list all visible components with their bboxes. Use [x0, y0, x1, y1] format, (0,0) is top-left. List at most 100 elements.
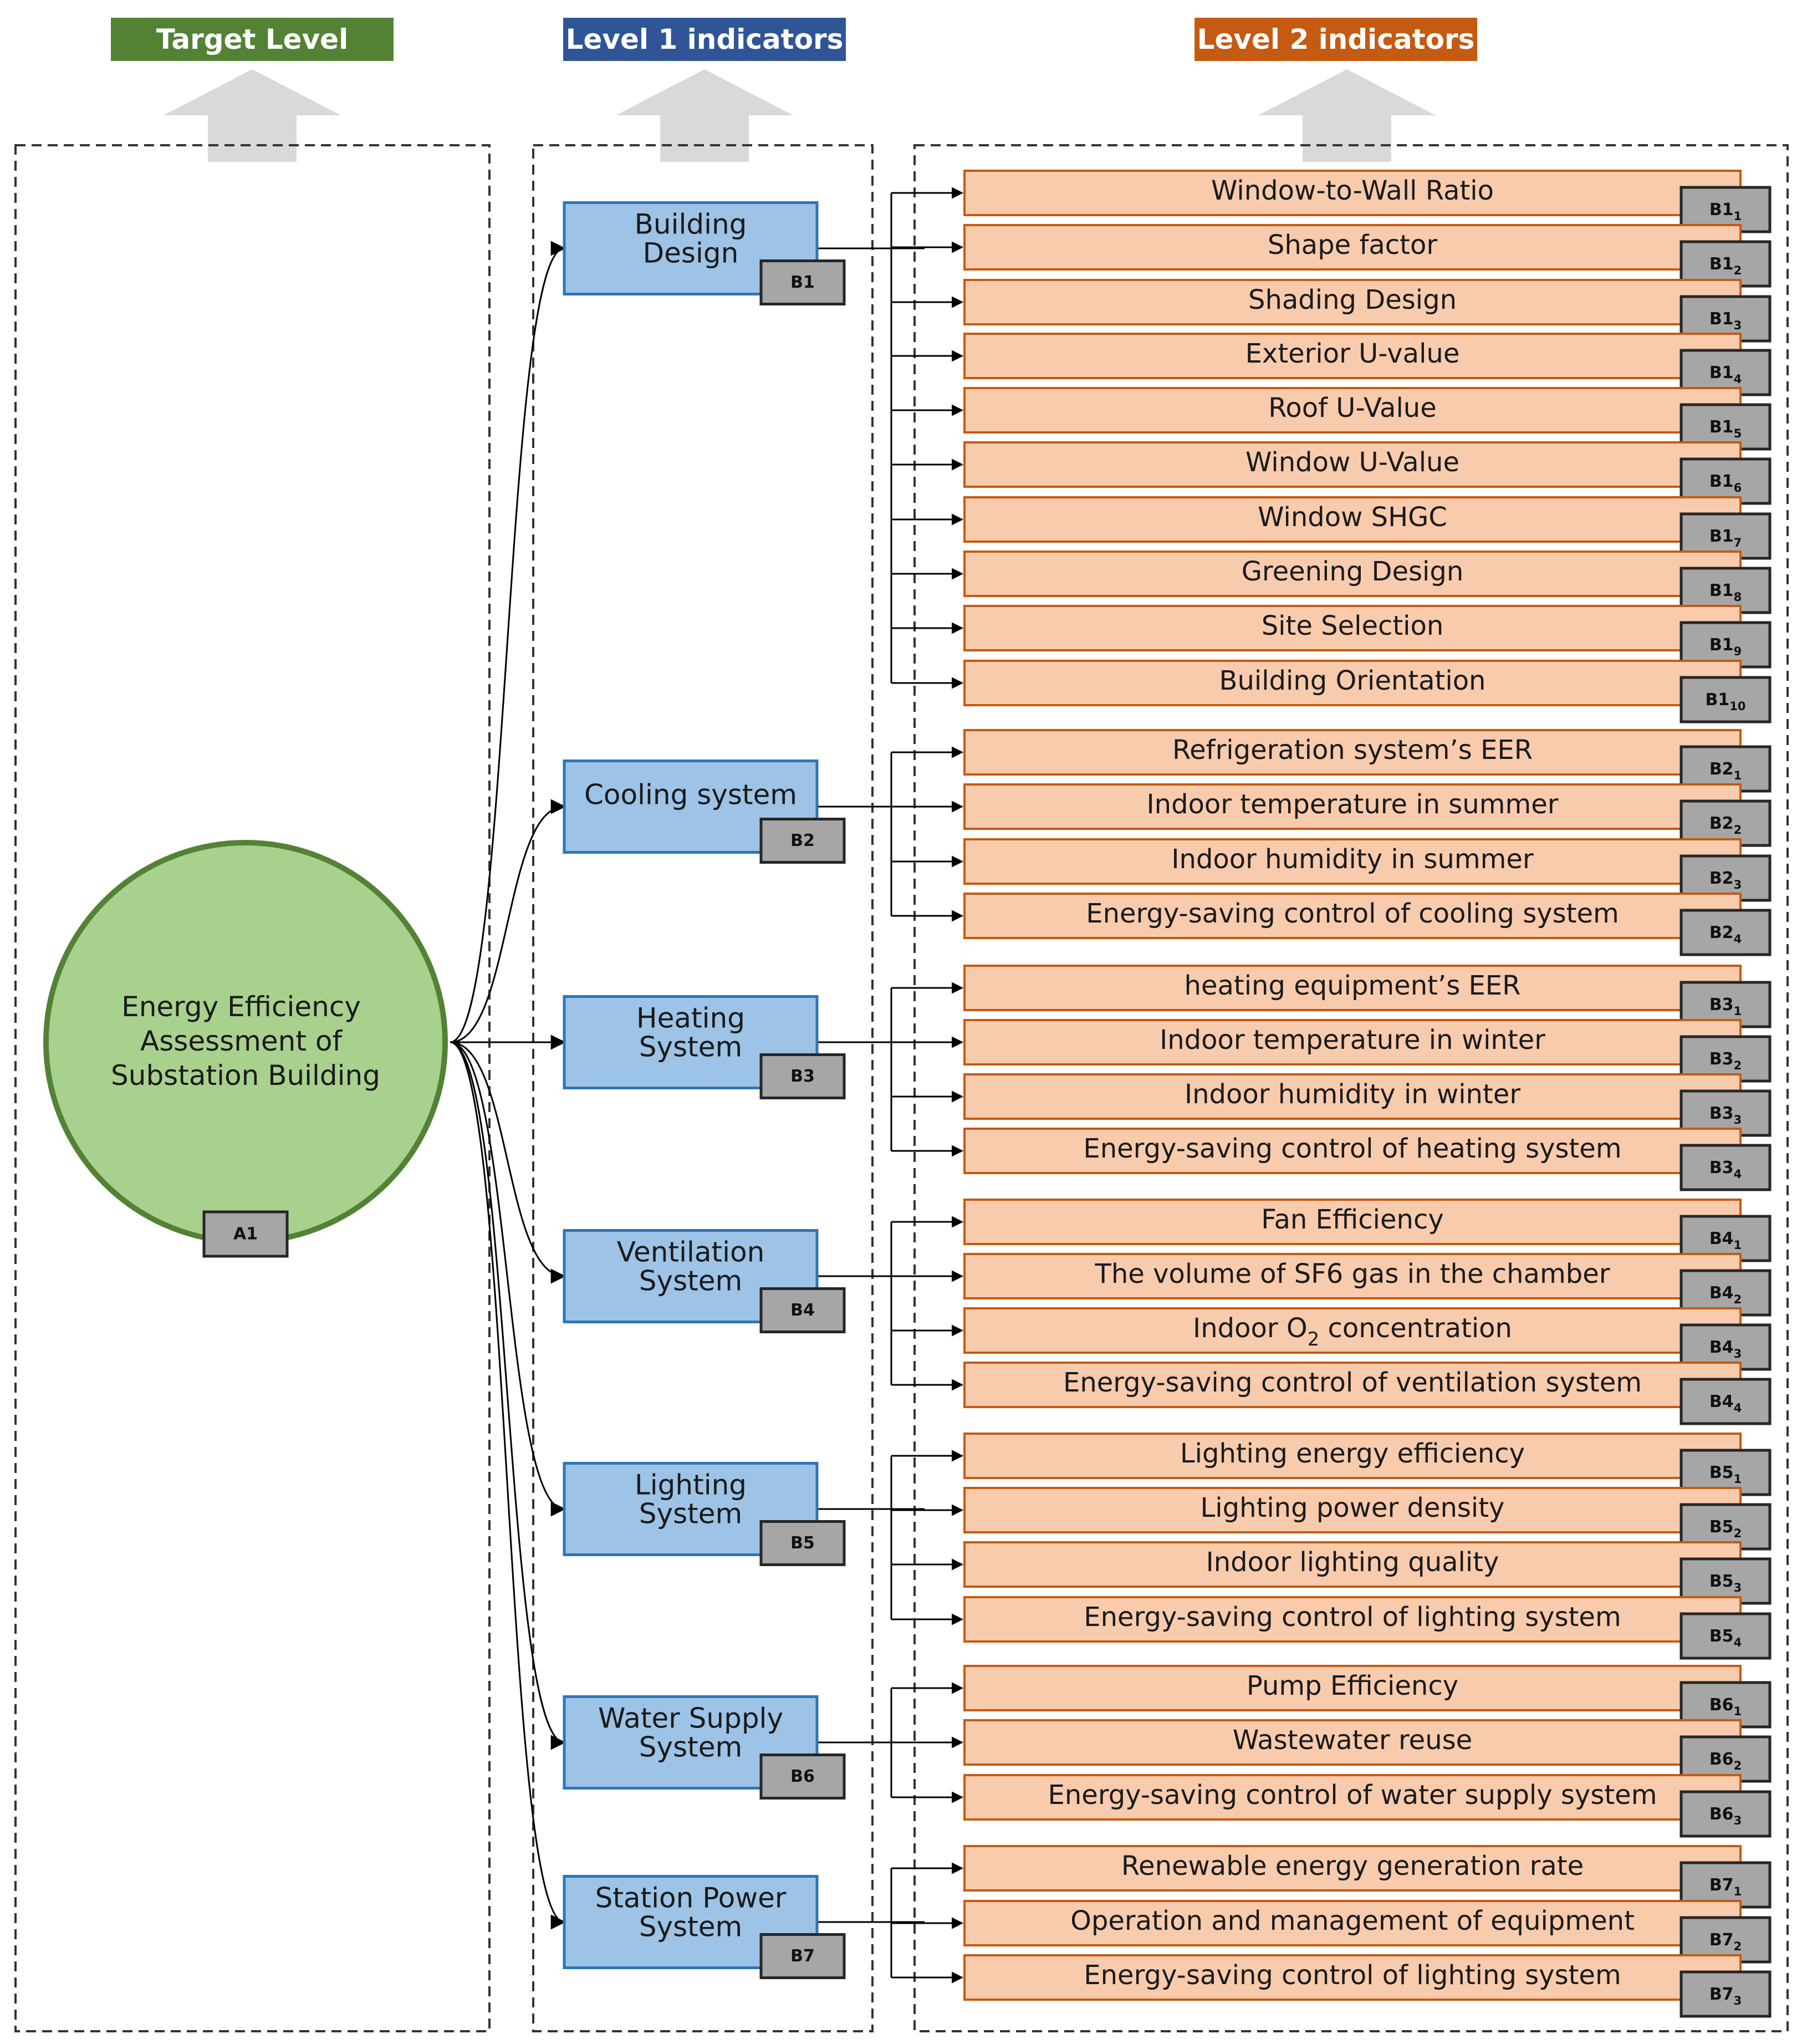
level2-label: Building Orientation: [1219, 665, 1486, 696]
level2-code-subscript: 4: [1734, 373, 1742, 386]
level2-label: Energy-saving control of cooling system: [1086, 898, 1619, 929]
level2-code-text: B54: [1709, 1627, 1742, 1650]
level2-box: [963, 441, 1742, 488]
level1-code-text: B7: [790, 1946, 815, 1966]
level2-code-main: B1: [1709, 200, 1734, 220]
level2-code-subscript: 2: [1734, 1059, 1742, 1072]
level2-code-text: B72: [1709, 1930, 1742, 1954]
target-label: Energy Efficiency Assessment of Substati…: [111, 991, 380, 1092]
level2-code-subscript: 4: [1734, 1401, 1742, 1415]
level2-label-text: Roof U-Value: [1268, 393, 1437, 424]
connector-target-to-level1: [450, 241, 566, 1043]
level2-code-subscript: 2: [1734, 823, 1742, 837]
level2-label: Indoor lighting quality: [1206, 1547, 1499, 1578]
level2-label: Fan Efficiency: [1261, 1204, 1444, 1235]
level2-code-subscript: 5: [1734, 427, 1742, 440]
level2-code-text: B17: [1709, 527, 1742, 550]
level2-label: Energy-saving control of ventilation sys…: [1063, 1367, 1642, 1398]
level2-code-text: B52: [1709, 1517, 1742, 1541]
level2-code-text: B18: [1709, 581, 1742, 604]
level2-header: Level 2 indicators: [1194, 18, 1477, 61]
level2-code-main: B6: [1709, 1695, 1734, 1715]
level2-box: [963, 1362, 1742, 1408]
level1-label-line: System: [639, 1498, 742, 1530]
level2-label-text: heating equipment’s EER: [1185, 970, 1521, 1001]
level2-code-main: B4: [1709, 1338, 1734, 1357]
level2-label: Operation and management of equipment: [1070, 1905, 1635, 1936]
level1-code-badge: [759, 1287, 846, 1333]
level2-label-text: Indoor temperature in winter: [1160, 1024, 1545, 1056]
level2-code-main: B5: [1709, 1627, 1734, 1646]
level2-label: Site Selection: [1262, 610, 1444, 641]
level2-code-subscript: 2: [1734, 1293, 1742, 1306]
connector-target-to-level1: [450, 799, 566, 1043]
level2-label: heating equipment’s EER: [1185, 970, 1521, 1001]
level2-box: [963, 1199, 1742, 1245]
level2-code-subscript: 3: [1734, 1814, 1742, 1827]
level2-code-text: B51: [1709, 1463, 1742, 1486]
level2-node: Energy-saving control of cooling systemB…: [963, 893, 1772, 956]
level2-label-text: Lighting power density: [1201, 1492, 1505, 1523]
level1-header: Level 1 indicators: [563, 18, 846, 61]
level2-code-badge: [1680, 799, 1772, 847]
level2-code-main: B3: [1709, 1158, 1734, 1178]
level2-code-subscript: 4: [1734, 1636, 1742, 1649]
level2-code-main: B4: [1709, 1392, 1734, 1411]
level2-label: Pump Efficiency: [1247, 1670, 1458, 1701]
level2-node: Energy-saving control of lighting system…: [963, 1954, 1772, 2018]
level1-label-line: Design: [643, 237, 739, 269]
level2-code-text: B63: [1709, 1805, 1742, 1828]
level2-label-text: Fan Efficiency: [1261, 1204, 1444, 1235]
level2-code-text: B110: [1706, 690, 1746, 713]
target-label-line: Substation Building: [111, 1059, 380, 1092]
level2-label: Window U-Value: [1245, 447, 1459, 478]
level1-code-text: B4: [790, 1301, 815, 1320]
level2-box: [963, 893, 1742, 939]
level2-label-text: Pump Efficiency: [1247, 1670, 1458, 1701]
level2-label-text: Lighting energy efficiency: [1180, 1438, 1525, 1469]
level2-label: Indoor humidity in summer: [1171, 844, 1533, 875]
level2-code-main: B7: [1709, 1985, 1734, 2004]
level1-label-line: Lighting: [635, 1469, 747, 1501]
level2-header-text: Level 2 indicators: [1197, 23, 1475, 55]
level2-label-text: Energy-saving control of ventilation sys…: [1063, 1367, 1642, 1398]
level2-code-text: B21: [1709, 760, 1742, 783]
level2-box: [963, 1954, 1742, 2001]
level1-label-line: Heating: [636, 1002, 745, 1034]
level2-code-main: B5: [1709, 1463, 1734, 1482]
level2-label-text: Window-to-Wall Ratio: [1211, 175, 1494, 206]
level1-column-frame: [532, 144, 874, 2032]
level2-label-text: Shading Design: [1248, 284, 1457, 315]
level2-box: [963, 1541, 1742, 1588]
level2-code-text: B32: [1709, 1049, 1742, 1073]
level2-code-subscript: 4: [1734, 1168, 1742, 1181]
level2-code-text: B44: [1709, 1392, 1742, 1415]
level1-label-line: Building: [635, 208, 747, 241]
level2-code-subscript: 4: [1734, 932, 1742, 946]
level1-code-badge: [759, 1933, 846, 1979]
target-node: Energy Efficiency Assessment of Substati…: [43, 840, 448, 1258]
level2-box: [963, 1719, 1742, 1766]
level2-box: [963, 1774, 1742, 1821]
level1-up-arrow-icon: [616, 69, 793, 162]
level2-label-text: Indoor humidity in summer: [1171, 844, 1533, 875]
level2-code-main: B2: [1709, 760, 1734, 779]
level1-label-line: System: [639, 1911, 742, 1943]
level1-header-text: Level 1 indicators: [566, 23, 844, 55]
level2-label-text: Energy-saving control of heating system: [1083, 1133, 1621, 1164]
level2-node: Energy-saving control of lighting system…: [963, 1596, 1772, 1660]
level2-code-main: B1: [1709, 635, 1734, 655]
